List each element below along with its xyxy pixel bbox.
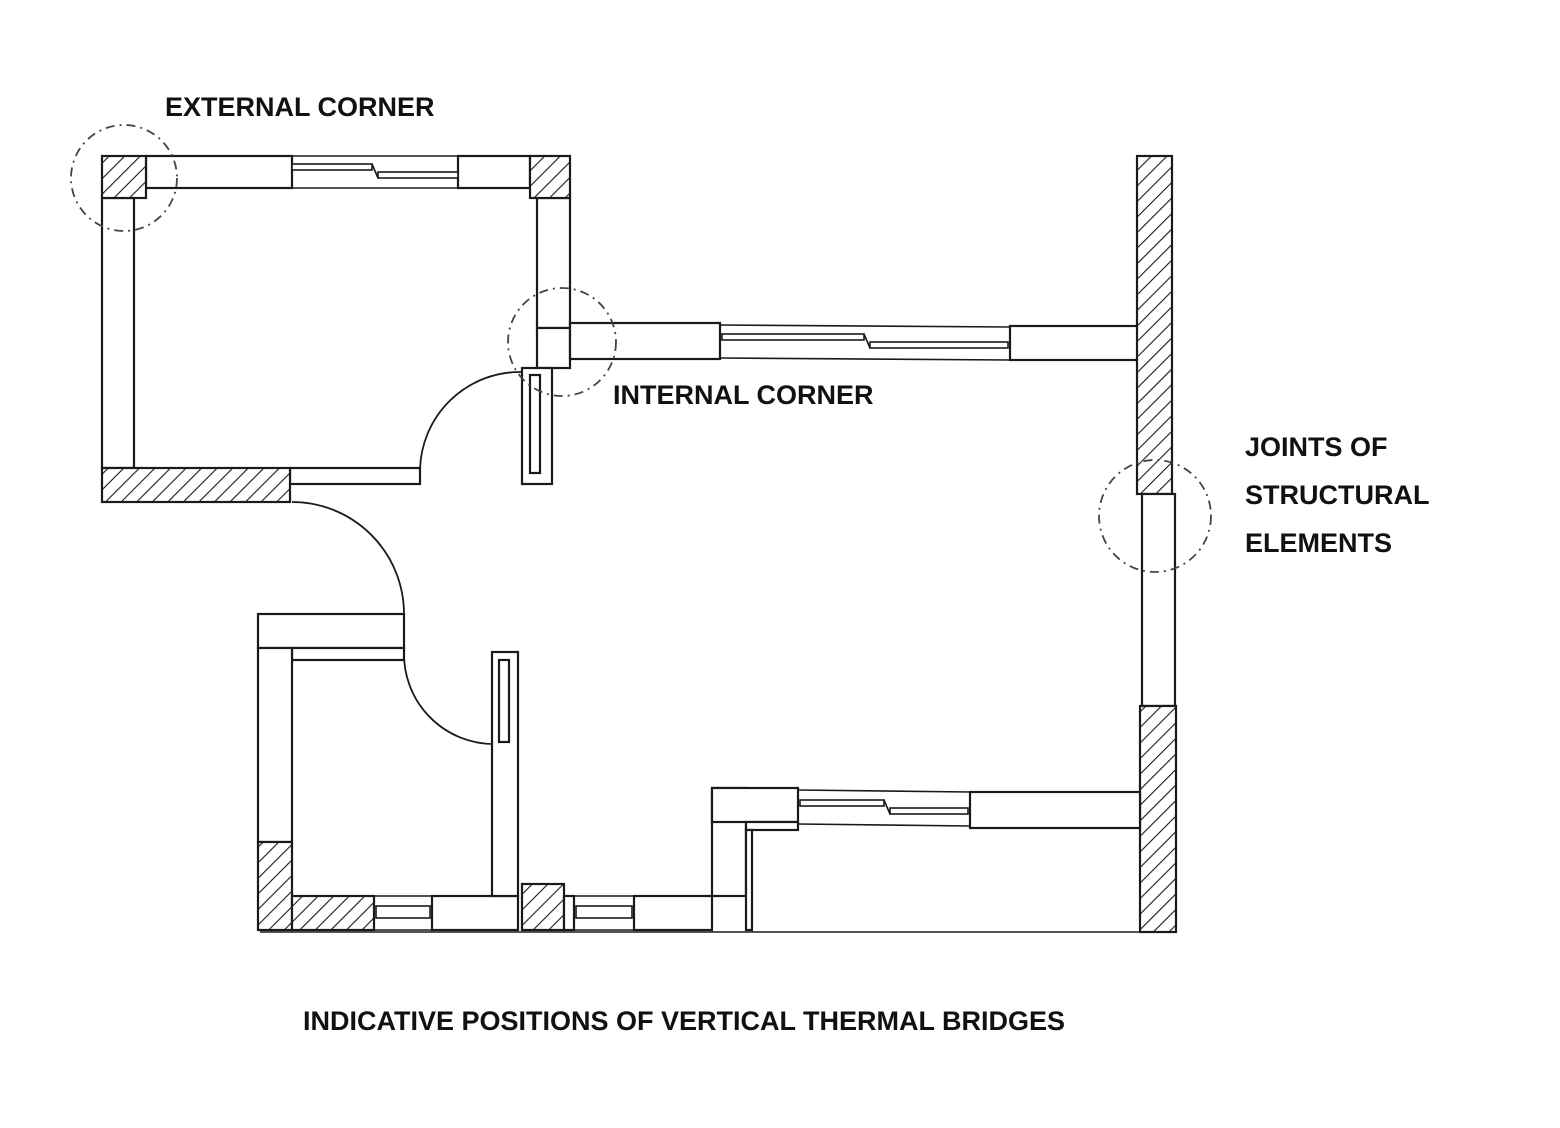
window-small-room bbox=[374, 895, 432, 931]
hatched-corner-column-top-left bbox=[100, 154, 148, 200]
window-top-left-room bbox=[291, 155, 459, 189]
internal-corner-marker bbox=[507, 287, 617, 397]
right-structural-wall bbox=[1135, 154, 1178, 934]
top-wall-right bbox=[456, 154, 532, 190]
bottom-wall-right-segment bbox=[288, 466, 422, 486]
door-hall bbox=[291, 501, 405, 615]
hatched-bottom-beam bbox=[100, 466, 292, 504]
hatched-bottom-beam-small-room bbox=[290, 894, 376, 932]
hatched-column-right-upper bbox=[1135, 154, 1174, 496]
door-small-room bbox=[403, 651, 495, 745]
joints-label-line-1: JOINTS OF bbox=[1245, 432, 1388, 462]
external-corner-label: EXTERNAL CORNER bbox=[165, 92, 435, 122]
joints-label-line-3: ELEMENTS bbox=[1245, 528, 1393, 558]
hatched-column-right-lower bbox=[1138, 704, 1178, 934]
upper-right-wall bbox=[568, 321, 1144, 362]
door-upper-room bbox=[419, 371, 523, 478]
diagram-caption: INDICATIVE POSITIONS OF VERTICAL THERMAL… bbox=[303, 1006, 1066, 1036]
lower-left-room bbox=[256, 612, 520, 932]
top-wall-left bbox=[144, 154, 294, 190]
window-bottom-small bbox=[574, 895, 634, 931]
hatched-bottom-left-column bbox=[256, 840, 294, 932]
internal-corner-walls bbox=[520, 326, 572, 486]
hatched-corner-column-top-right bbox=[528, 154, 572, 200]
partition-stub bbox=[535, 326, 572, 370]
right-wall-infill bbox=[1140, 492, 1177, 708]
partition-vertical-inner bbox=[528, 373, 542, 475]
bottom-wall bbox=[260, 786, 1176, 933]
left-wall bbox=[100, 196, 136, 470]
external-corner-marker bbox=[70, 124, 178, 232]
internal-corner-label: INTERNAL CORNER bbox=[613, 380, 874, 410]
window-bottom-right bbox=[797, 789, 971, 827]
hatched-bottom-column-mid bbox=[520, 882, 566, 932]
joints-label-line-2: STRUCTURAL bbox=[1245, 480, 1430, 510]
right-wall-upper bbox=[535, 196, 572, 330]
upper-left-room bbox=[100, 154, 572, 504]
structural-joint-marker bbox=[1098, 459, 1212, 573]
